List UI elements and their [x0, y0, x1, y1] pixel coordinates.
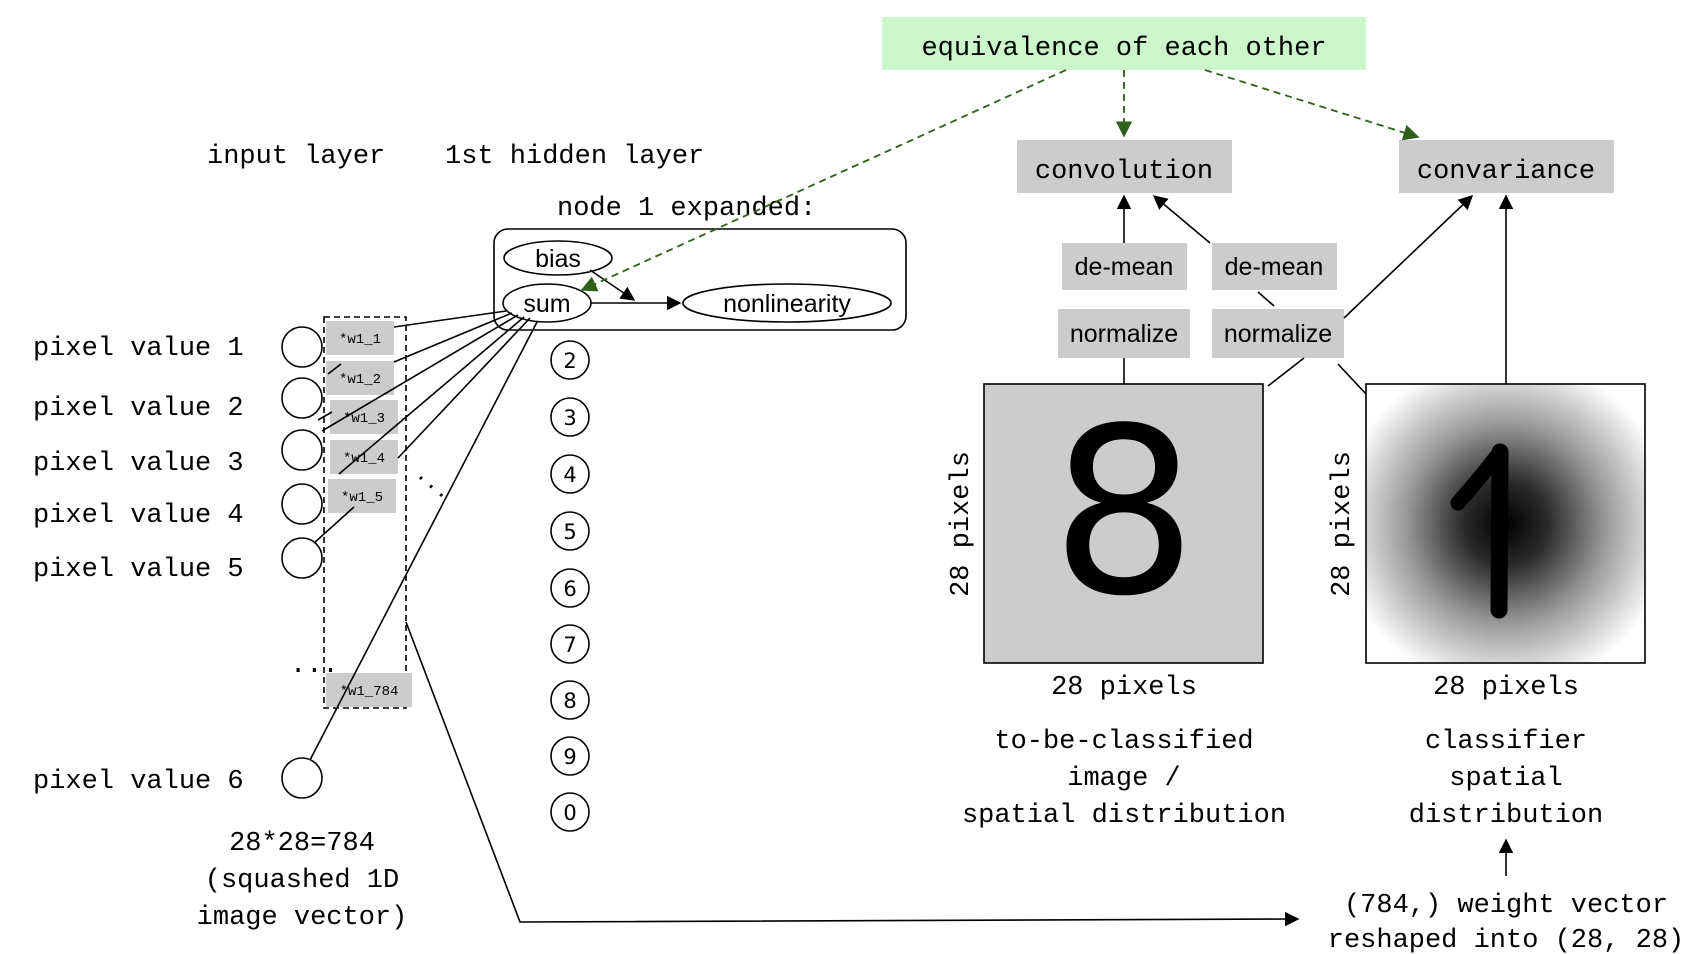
- hidden-layer-label: 1st hidden layer: [445, 142, 704, 172]
- weight-label: *w1_1: [339, 332, 381, 348]
- convariance-box: [1399, 140, 1614, 193]
- right-image-side-label: 28 pixels: [1328, 451, 1358, 597]
- hidden-node: [550, 454, 590, 494]
- bias-to-sum-arrow: [589, 269, 636, 301]
- hidden-node: [550, 624, 590, 664]
- digit-one: [1450, 443, 1509, 619]
- vector-caption-line: image vector): [197, 903, 408, 933]
- left-image-side-label: 28 pixels: [947, 451, 977, 597]
- normalize-label-right: normalize: [1224, 320, 1332, 348]
- weight-label: *w1_3: [343, 411, 385, 427]
- nonlinearity-ellipse: [682, 283, 892, 323]
- demean-box-left: [1062, 243, 1187, 290]
- hidden-node: [550, 568, 590, 608]
- hidden-node: [550, 511, 590, 551]
- right-caption-line: distribution: [1409, 801, 1603, 831]
- input-node: [281, 757, 323, 799]
- hidden-node: [550, 792, 590, 832]
- demean-box-right: [1212, 243, 1337, 290]
- nonlinearity-label: nonlinearity: [723, 290, 851, 318]
- pixel-labels: pixel value 1 pixel value 2 pixel value …: [33, 334, 244, 797]
- digit-eight: 8: [1051, 380, 1197, 647]
- node-1-expanded-box: [493, 228, 907, 331]
- weight-vector-caption-line: (784,) weight vector: [1344, 891, 1668, 921]
- hidden-node: [550, 397, 590, 437]
- ellipsis-vertical: ...: [290, 651, 339, 681]
- vector-caption-line: (squashed 1D: [205, 866, 399, 896]
- hidden-node: [550, 736, 590, 776]
- equivalence-arrows: [580, 69, 1420, 292]
- to-be-classified-image: [983, 383, 1264, 664]
- input-node: [281, 483, 323, 525]
- hidden-node-label: 5: [563, 520, 576, 544]
- pixel-label: pixel value 6: [33, 767, 244, 797]
- right-caption-line: spatial: [1449, 764, 1562, 794]
- pixel-label: pixel value 4: [33, 501, 244, 531]
- normalize-box-left: [1058, 309, 1190, 358]
- convariance-label: convariance: [1417, 157, 1595, 187]
- weight-box: [330, 440, 398, 474]
- left-caption-line: image /: [1067, 764, 1180, 794]
- convolution-label: convolution: [1035, 157, 1213, 187]
- weight-reshape-arrow: [405, 621, 1300, 927]
- convolution-box: [1017, 140, 1232, 193]
- weight-label: *w1_4: [343, 451, 385, 467]
- pixel-label: pixel value 3: [33, 449, 244, 479]
- hidden-node: [550, 680, 590, 720]
- hidden-node-label: 6: [563, 577, 576, 601]
- weight-box: [326, 321, 394, 355]
- left-caption-line: to-be-classified: [994, 727, 1253, 757]
- pixel-label: pixel value 2: [33, 394, 244, 424]
- ellipsis-diagonal: ...: [410, 461, 456, 506]
- input-nodes: [281, 326, 323, 799]
- equivalence-box: [882, 17, 1366, 70]
- input-node: [281, 326, 323, 368]
- hidden-node-label: 8: [563, 689, 576, 713]
- normalize-box-right: [1212, 309, 1344, 358]
- equivalence-label: equivalence of each other: [921, 34, 1326, 64]
- weight-boxes: *w1_1 *w1_2 *w1_3 *w1_4 *w1_5 *w1_784: [326, 321, 412, 707]
- weight-column-box: [323, 316, 407, 709]
- hidden-node-label: 3: [563, 406, 576, 430]
- hidden-node-label: 7: [563, 633, 576, 657]
- weight-label: *w1_5: [341, 490, 383, 506]
- right-image-bottom-label: 28 pixels: [1433, 673, 1579, 703]
- node-expanded-label: node 1 expanded:: [557, 194, 816, 224]
- hidden-node-label: 2: [563, 349, 576, 373]
- hidden-node: [550, 340, 590, 380]
- normalize-label-left: normalize: [1070, 320, 1178, 348]
- op-connections: [1116, 194, 1514, 395]
- input-node: [281, 377, 323, 419]
- hidden-nodes: 2 3 4 5 6 7 8 9 0: [550, 340, 590, 832]
- pixel-label: pixel value 5: [33, 555, 244, 585]
- bias-ellipse: [503, 240, 613, 276]
- pixel-label: pixel value 1: [33, 334, 244, 364]
- hidden-node-label: 4: [563, 463, 576, 487]
- weight-label: *w1_784: [340, 684, 399, 700]
- hidden-node-label: 9: [563, 745, 576, 769]
- hidden-node-label: 0: [563, 801, 576, 825]
- weight-connections: [309, 310, 538, 761]
- input-layer-label: input layer: [207, 142, 385, 172]
- demean-label-right: de-mean: [1225, 253, 1324, 281]
- demean-label-left: de-mean: [1075, 253, 1174, 281]
- vector-caption-line: 28*28=784: [229, 829, 375, 859]
- input-node: [281, 537, 323, 579]
- weight-vector-caption-line: reshaped into (28, 28): [1328, 926, 1684, 954]
- weight-box: [328, 479, 396, 513]
- sum-label: sum: [523, 290, 570, 318]
- left-caption-line: spatial distribution: [962, 801, 1286, 831]
- left-image-bottom-label: 28 pixels: [1051, 673, 1197, 703]
- right-caption-line: classifier: [1425, 727, 1587, 757]
- bias-label: bias: [535, 245, 581, 273]
- input-node: [281, 429, 323, 471]
- weight-label: *w1_2: [339, 372, 381, 388]
